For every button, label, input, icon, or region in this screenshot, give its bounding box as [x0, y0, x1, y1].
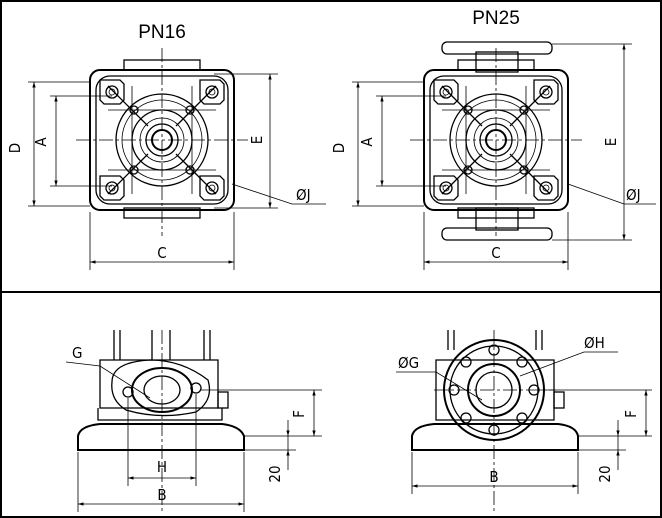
dim-a-pn25: A	[358, 137, 376, 147]
dim-20: 20	[266, 465, 284, 482]
dim-j: ØJ	[296, 186, 311, 204]
title-pn16: PN16	[138, 22, 186, 43]
dim-c-pn25: C	[491, 244, 500, 262]
dim-20-pn25: 20	[596, 465, 614, 482]
dim-e-pn25: E	[602, 138, 620, 147]
title-pn25: PN25	[472, 8, 520, 29]
dim-b-pn25: B	[489, 468, 498, 486]
dim-f-pn25: F	[622, 410, 640, 418]
dim-f: F	[290, 410, 308, 418]
dim-d-pn25: D	[330, 143, 348, 153]
view-pn25-side: ØG ØH B F 20	[396, 330, 652, 512]
dim-b: B	[157, 486, 166, 504]
dim-g: G	[72, 344, 82, 362]
dim-c: C	[157, 244, 166, 262]
view-pn25-top: PN25 D A E C ØJ	[330, 8, 656, 270]
view-pn16-side: G H B F 20	[65, 330, 322, 512]
view-pn16-top: PN16 D A E C ØJ	[6, 22, 326, 270]
dim-h: H	[157, 458, 167, 476]
dim-j-pn25: ØJ	[626, 186, 641, 204]
dim-g-pn25: ØG	[398, 354, 419, 372]
dim-e: E	[248, 136, 266, 145]
dim-a: A	[32, 137, 50, 147]
dim-d: D	[6, 143, 24, 153]
dim-h-pn25: ØH	[584, 334, 605, 352]
